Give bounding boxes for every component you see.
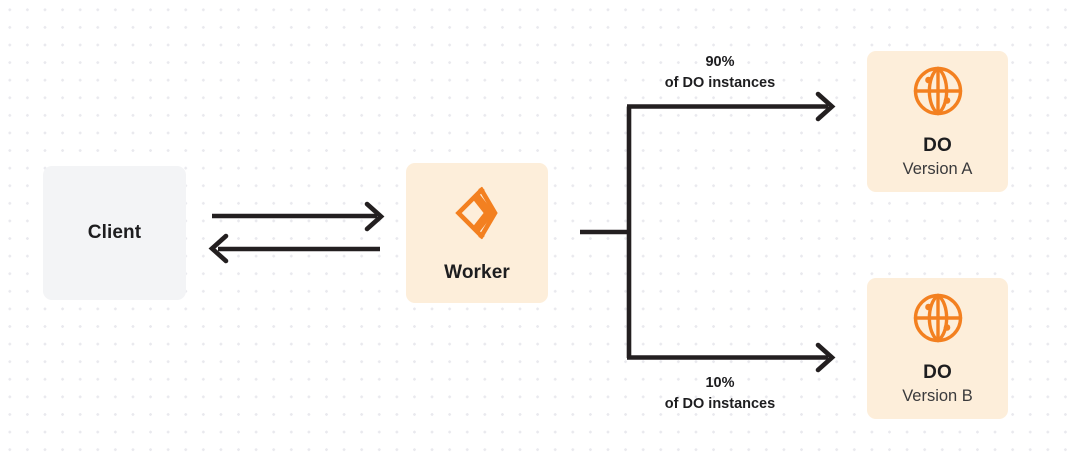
edge-label-do-b-percent: 10% bbox=[705, 375, 735, 391]
globe-icon bbox=[910, 290, 966, 351]
node-worker-label: Worker bbox=[444, 262, 510, 284]
globe-icon bbox=[910, 63, 966, 124]
node-do-version-b[interactable]: DO Version B bbox=[867, 278, 1008, 419]
node-worker[interactable]: Worker bbox=[406, 163, 548, 303]
edge-worker-branch-spine bbox=[580, 106, 632, 358]
edge-label-do-b: 10% of DO instances bbox=[629, 373, 811, 415]
edge-worker-to-client bbox=[208, 233, 380, 264]
edge-worker-to-do-a bbox=[627, 91, 836, 122]
edge-worker-to-do-b bbox=[627, 342, 836, 373]
edge-label-do-b-text: of DO instances bbox=[664, 396, 776, 413]
edge-label-do-a: 90% of DO instances bbox=[629, 52, 811, 94]
node-do-a-label: DO bbox=[923, 135, 952, 157]
cloudflare-workers-logo-icon bbox=[446, 182, 508, 249]
node-do-version-a[interactable]: DO Version A bbox=[867, 51, 1008, 192]
node-do-a-version: Version A bbox=[902, 160, 973, 179]
node-client[interactable]: Client bbox=[43, 166, 186, 300]
edge-client-to-worker bbox=[212, 201, 385, 232]
node-do-b-version: Version B bbox=[902, 387, 973, 406]
node-client-label: Client bbox=[87, 222, 142, 244]
node-do-b-label: DO bbox=[923, 362, 952, 384]
edge-label-do-a-percent: 90% bbox=[705, 54, 735, 70]
edge-label-do-a-text: of DO instances bbox=[664, 75, 776, 92]
